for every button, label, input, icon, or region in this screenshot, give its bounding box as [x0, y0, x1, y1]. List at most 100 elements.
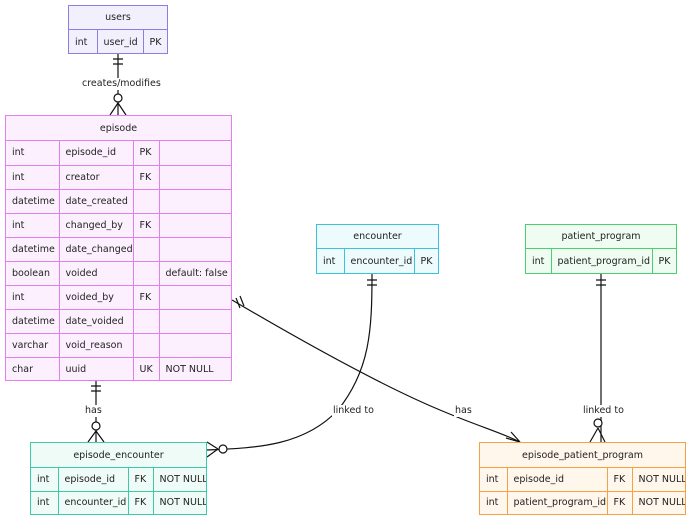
attr-name: changed_by: [59, 213, 134, 238]
attr-name: voided_by: [59, 285, 134, 310]
attribute-table: int patient_program_id PK: [526, 249, 676, 273]
attr-key: FK: [133, 285, 160, 310]
attr-comment: [159, 213, 231, 238]
attr-name: encounter_id: [344, 249, 415, 273]
attribute-table: int encounter_id PK: [317, 249, 438, 273]
attr-type: int: [31, 491, 59, 514]
attr-name: void_reason: [59, 333, 134, 358]
attr-key: UK: [133, 357, 160, 381]
attr-type: int: [480, 468, 508, 492]
entity-title: patient_program: [526, 225, 676, 249]
entity-encounter[interactable]: encounter int encounter_id PK: [316, 224, 439, 274]
attr-type: int: [6, 285, 60, 310]
attr-type: varchar: [6, 333, 60, 358]
entity-title: episode_patient_program: [480, 443, 685, 468]
attr-key: FK: [133, 213, 160, 238]
attr-name: creator: [59, 165, 134, 190]
attr-name: date_voided: [59, 309, 134, 334]
attr-key: [133, 237, 160, 262]
attr-type: int: [6, 213, 60, 238]
attr-key: PK: [420, 255, 433, 267]
attr-name: uuid: [59, 357, 134, 381]
entity-title: episode: [6, 116, 231, 141]
attr-key: FK: [607, 468, 633, 492]
attr-comment: NOT NULL: [638, 497, 686, 509]
attr-key: PK: [133, 141, 160, 166]
edge-episode-episode-patient-program: [231, 295, 521, 443]
attr-name: patient_program_id: [551, 249, 653, 273]
attr-comment: [159, 333, 231, 358]
entity-users[interactable]: users int user_id PK: [68, 5, 168, 54]
attr-type: int: [526, 249, 552, 273]
attr-name: voided: [59, 261, 134, 286]
attr-type: int: [317, 249, 345, 273]
attr-comment: [159, 165, 231, 190]
attr-type: datetime: [6, 189, 60, 214]
attr-comment: NOT NULL: [632, 468, 685, 492]
entity-patient-program[interactable]: patient_program int patient_program_id P…: [525, 224, 677, 274]
attr-name: patient_program_id: [507, 491, 608, 514]
attr-comment: [159, 141, 231, 166]
entity-title: encounter: [317, 225, 438, 249]
attr-type: int: [69, 30, 98, 54]
attr-key: PK: [149, 36, 162, 48]
attr-key: FK: [128, 491, 154, 514]
attr-type: datetime: [6, 237, 60, 262]
attr-name: episode_id: [59, 141, 134, 166]
attr-comment: [159, 237, 231, 262]
attribute-row: int encounter_id PK: [317, 249, 438, 273]
attr-key: [133, 261, 160, 286]
attribute-row: int user_id PK: [69, 30, 167, 54]
attr-name: user_id: [97, 30, 144, 54]
attr-comment: NOT NULL: [159, 497, 207, 509]
attr-comment: NOT NULL: [165, 363, 214, 375]
attribute-row: int patient_program_id PK: [526, 249, 676, 273]
attr-key: [133, 189, 160, 214]
attr-key: FK: [128, 468, 154, 492]
attr-comment: NOT NULL: [153, 468, 206, 492]
relationship-label: linked to: [582, 405, 625, 417]
attr-key: FK: [133, 165, 160, 190]
attr-type: int: [480, 491, 508, 514]
attr-name: date_created: [59, 189, 134, 214]
attr-key: PK: [658, 255, 671, 267]
attr-key: FK: [607, 491, 633, 514]
attr-key: [133, 309, 160, 334]
attr-type: datetime: [6, 309, 60, 334]
attr-comment: default: false: [159, 261, 231, 286]
attr-name: encounter_id: [58, 491, 129, 514]
attr-type: int: [6, 141, 60, 166]
entity-title: episode_encounter: [31, 443, 206, 468]
attr-name: episode_id: [507, 468, 608, 492]
attr-comment: [159, 189, 231, 214]
attr-name: episode_id: [58, 468, 129, 492]
attr-key: [133, 333, 160, 358]
attribute-table: int user_id PK: [69, 30, 167, 54]
attr-name: date_changed: [59, 237, 134, 262]
relationship-label: has: [84, 405, 103, 417]
relationship-label: creates/modifies: [81, 78, 162, 90]
attr-type: char: [6, 357, 60, 381]
attr-type: int: [31, 468, 59, 492]
attr-comment: [159, 285, 231, 310]
relationship-label: has: [454, 405, 473, 417]
attr-type: boolean: [6, 261, 60, 286]
attr-type: int: [6, 165, 60, 190]
